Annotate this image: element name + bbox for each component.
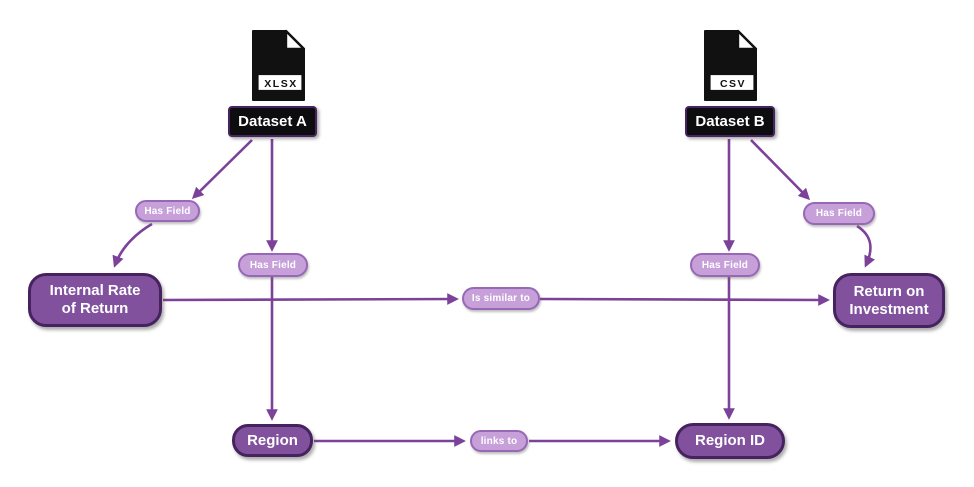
- edge-label-has-field-a-irr[interactable]: Has Field: [135, 200, 200, 222]
- edge-dataset-a-has-field-irr: [112, 139, 253, 268]
- node-label: Region ID: [695, 432, 765, 449]
- node-region-id[interactable]: Region ID: [675, 423, 785, 459]
- node-region[interactable]: Region: [232, 424, 313, 457]
- edge-label-has-field-a-region[interactable]: Has Field: [238, 253, 308, 277]
- edge-label-has-field-b-region-id[interactable]: Has Field: [690, 253, 760, 277]
- node-dataset-b[interactable]: Dataset B: [685, 106, 775, 137]
- csv-file-type-label: CSV: [720, 78, 746, 90]
- node-label: Region: [247, 431, 298, 449]
- edge-label-has-field-b-roi[interactable]: Has Field: [803, 202, 875, 225]
- node-return-on-investment[interactable]: Return on Investment: [833, 273, 945, 328]
- edge-irr-is-similar-to-roi: [162, 293, 830, 306]
- node-internal-rate-of-return[interactable]: Internal Rate of Return: [28, 273, 162, 327]
- xlsx-file-type-label: XLSX: [264, 78, 297, 90]
- csv-file-icon: CSV: [700, 28, 760, 103]
- xlsx-file-icon: XLSX: [248, 28, 308, 103]
- node-label: Return on Investment: [849, 282, 929, 318]
- edge-label-links-to[interactable]: links to: [470, 430, 528, 452]
- node-dataset-a[interactable]: Dataset A: [228, 106, 317, 137]
- edge-dataset-b-has-field-roi: [750, 139, 876, 268]
- edge-label-is-similar-to[interactable]: Is similar to: [462, 287, 540, 310]
- node-label: Internal Rate of Return: [49, 282, 141, 317]
